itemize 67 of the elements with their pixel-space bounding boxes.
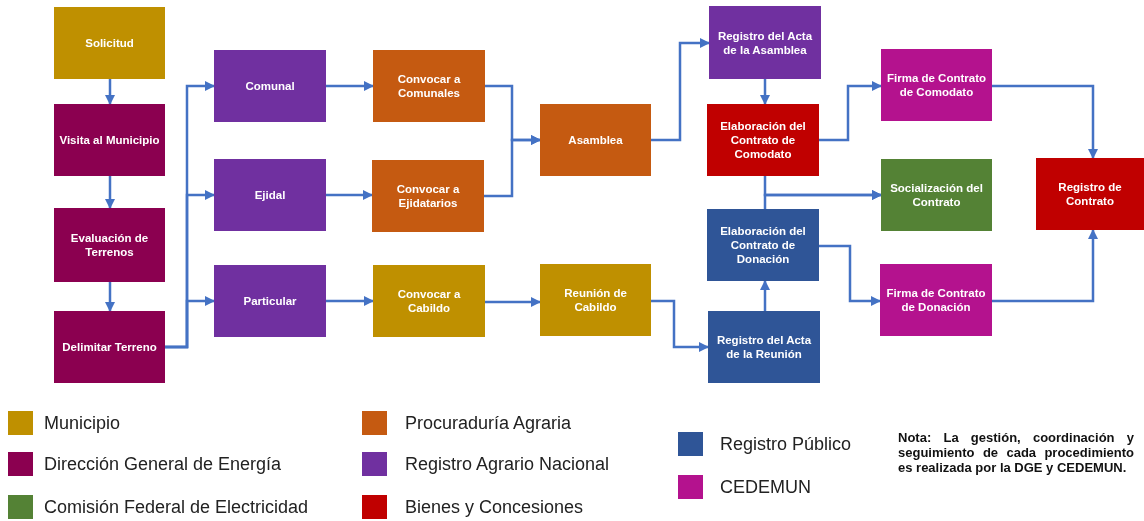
step-label: Convocar a Cabildo (396, 287, 462, 315)
connector-arrow (819, 81, 882, 142)
process-box (214, 265, 326, 337)
process-box (373, 265, 485, 337)
step-label: Comunal (245, 79, 295, 93)
legend-label: CEDEMUN (720, 477, 811, 498)
process-box (373, 50, 485, 122)
legend-label: Registro Agrario Nacional (405, 454, 610, 475)
step-label: Registro del Acta de la Asamblea (716, 28, 814, 57)
legend-label: Comisión Federal de Electricidad (44, 497, 309, 518)
step-label: Elaboración del Contrato de Donación (719, 224, 807, 266)
connector-arrow (105, 176, 115, 209)
connector-arrow (326, 81, 374, 91)
step-label: Elaboración del Contrato de Comodato (719, 119, 807, 161)
connector-arrow (165, 296, 215, 349)
step-label: Visita al Municipio (59, 133, 160, 147)
connector-arrow (105, 79, 115, 105)
legend-label: Bienes y Concesiones (405, 497, 584, 518)
step-label: Firma de Contrato de Comodato (885, 71, 987, 99)
step-label: Ejidal (254, 188, 286, 202)
connector-arrow (819, 244, 881, 306)
connector-arrow (484, 135, 541, 198)
process-box (54, 208, 165, 282)
legend-label: Procuraduría Agraria (405, 413, 572, 434)
process-box (709, 6, 821, 79)
step-label: Convocar a Ejidatarios (395, 182, 461, 210)
connector-arrow (992, 229, 1098, 303)
connector-arrow (651, 299, 709, 352)
note-text: Nota: La gestión, coordinación y seguimiento de cada procedimiento es realizada por la DGE y CEDEMUN. (898, 430, 1134, 475)
process-box (540, 104, 651, 176)
process-box (54, 104, 165, 176)
connector-arrow (992, 84, 1098, 159)
process-box (707, 104, 819, 176)
process-box (880, 264, 992, 336)
connector-arrow (485, 297, 541, 307)
step-label: Firma de Contrato de Donación (885, 286, 987, 314)
step-label: Registro de Contrato (1057, 180, 1123, 208)
connector-arrow (326, 190, 373, 200)
step-label: Socialización del Contrato (889, 181, 984, 209)
process-box (881, 49, 992, 121)
connector-arrow (105, 282, 115, 312)
step-label: Reunión de Cabildo (563, 286, 628, 314)
process-box (54, 7, 165, 79)
legend-label: Municipio (44, 413, 121, 434)
process-box (707, 209, 819, 281)
process-box (881, 159, 992, 231)
process-box (214, 159, 326, 231)
connector-arrow (760, 280, 770, 311)
process-box (540, 264, 651, 336)
step-label: Evaluación de Terrenos (69, 231, 150, 259)
legend-label: Dirección General de Energía (44, 454, 282, 475)
process-box (1036, 158, 1144, 230)
step-label: Registro del Acta de la Reunión (715, 333, 813, 361)
connector-arrow (760, 79, 770, 105)
process-box (372, 160, 484, 232)
legend-label: Registro Público (720, 434, 852, 455)
step-label: Delimitar Terreno (62, 340, 157, 354)
step-label: Convocar a Comunales (396, 72, 462, 100)
step-label: Solicitud (85, 36, 134, 50)
connector-arrow (763, 190, 882, 209)
step-label: Particular (243, 294, 297, 308)
connector-arrow (651, 38, 710, 142)
step-label: Asamblea (568, 133, 623, 147)
process-box (708, 311, 820, 383)
process-box (54, 311, 165, 383)
connector-arrow (326, 296, 374, 306)
process-box (214, 50, 326, 122)
